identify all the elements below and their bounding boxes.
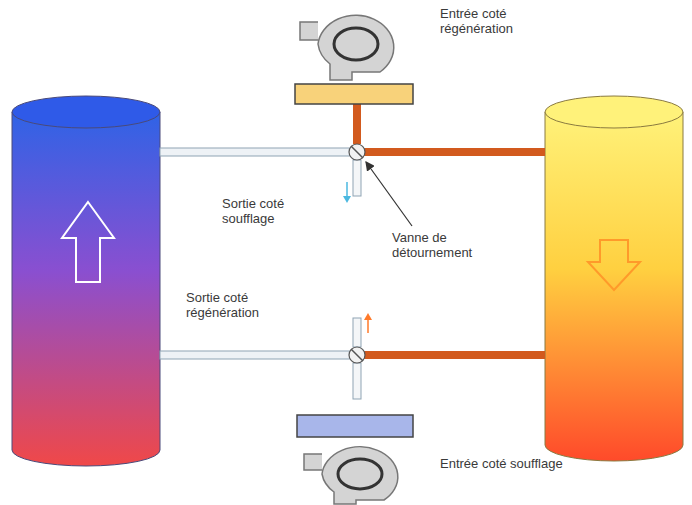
valve-label: Vanne de détournement — [392, 230, 488, 260]
cold-cylinder — [12, 96, 160, 466]
inlet-label: Entrée coté soufflage — [440, 456, 570, 471]
leader-line — [366, 162, 412, 226]
outlet-label: Sortie coté régénération — [186, 290, 311, 320]
inlet-label: Entrée coté régénération — [440, 6, 570, 36]
supply-fan — [304, 447, 398, 504]
supply-filter — [297, 415, 413, 437]
regeneration-filter — [295, 84, 413, 104]
outlet-label: Sortie coté soufflage — [222, 196, 322, 226]
hot-cylinder — [545, 96, 683, 461]
top-ducts — [160, 104, 545, 203]
bottom-ducts — [160, 313, 545, 399]
regeneration-fan — [300, 15, 394, 80]
